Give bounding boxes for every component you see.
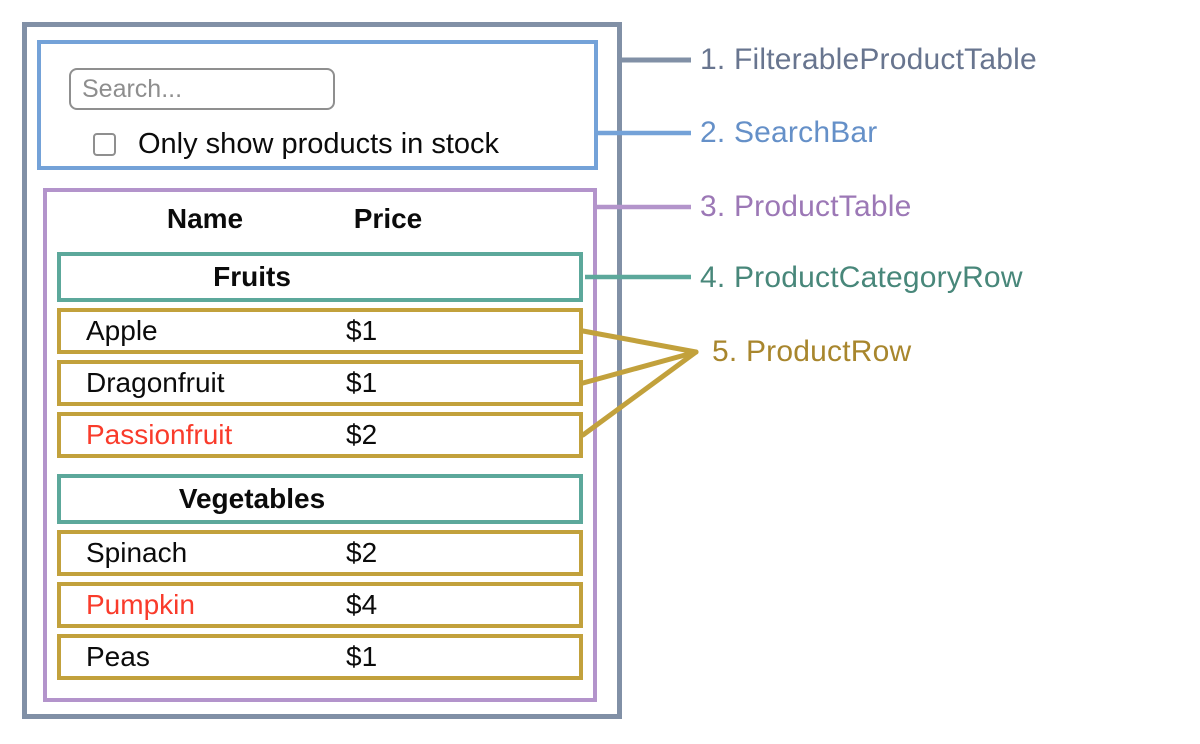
product-price: $1	[346, 367, 378, 398]
product-category-row: Fruits	[57, 252, 583, 302]
product-price: $2	[346, 537, 378, 568]
product-price: $4	[346, 589, 378, 620]
legend-filterable-product-table: 1. FilterableProductTable	[700, 43, 1037, 76]
in-stock-checkbox[interactable]	[93, 133, 116, 156]
search-input[interactable]	[69, 68, 335, 110]
product-row: Spinach $2	[57, 530, 583, 576]
product-price: $2	[346, 419, 378, 450]
product-row: Pumpkin $4	[57, 582, 583, 628]
product-row: Dragonfruit $1	[57, 360, 583, 406]
legend-product-category-row: 4. ProductCategoryRow	[700, 261, 1023, 294]
column-header-name: Name	[166, 203, 244, 234]
search-bar-box: Only show products in stock	[37, 40, 598, 170]
product-row: Peas $1	[57, 634, 583, 680]
product-name: Spinach	[86, 537, 188, 568]
in-stock-row: Only show products in stock	[93, 128, 499, 161]
product-row: Passionfruit $2	[57, 412, 583, 458]
product-name: Passionfruit	[86, 419, 233, 450]
product-name: Pumpkin	[86, 589, 195, 620]
legend-search-bar: 2. SearchBar	[700, 116, 878, 149]
product-name: Dragonfruit	[86, 367, 225, 398]
product-row: Apple $1	[57, 308, 583, 354]
legend-product-table: 3. ProductTable	[700, 190, 912, 223]
category-label: Vegetables	[178, 483, 326, 514]
filterable-product-table-box: Only show products in stock Name Price F…	[22, 22, 622, 719]
product-name: Peas	[86, 641, 150, 672]
in-stock-label: Only show products in stock	[138, 128, 500, 160]
category-label: Fruits	[213, 261, 291, 292]
column-header-price: Price	[353, 203, 423, 234]
product-name: Apple	[86, 315, 158, 346]
legend-product-row: 5. ProductRow	[712, 335, 912, 368]
product-category-row: Vegetables	[57, 474, 583, 524]
product-price: $1	[346, 641, 378, 672]
product-price: $1	[346, 315, 378, 346]
